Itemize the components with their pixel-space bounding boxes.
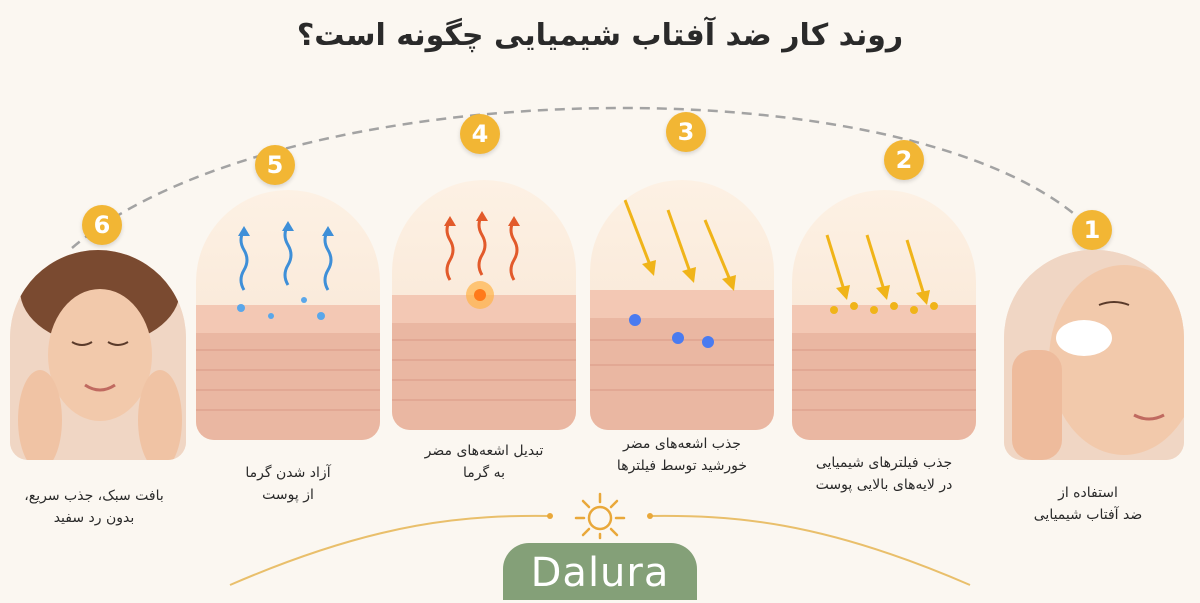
step-4-caption-line1: تبدیل اشعه‌های مضر [424, 443, 544, 459]
skin-layers-illustration [196, 221, 380, 440]
step-4-caption: تبدیل اشعه‌های مضر به گرما [384, 440, 584, 484]
step-5-caption: آزاد شدن گرما از پوست [188, 462, 388, 506]
skin-card-heat-release [196, 190, 380, 440]
step-6-caption-line1: بافت سبک، جذب سریع، [24, 488, 164, 504]
skin-card-filter-absorption [792, 190, 976, 440]
sun-icon [574, 492, 626, 540]
step-3-caption: جذب اشعه‌های مضر خورشید توسط فیلترها [582, 433, 782, 477]
step-3-caption-line2: خورشید توسط فیلترها [616, 458, 748, 474]
step-2-caption-line1: جذب فیلترهای شیمیایی [815, 455, 953, 471]
step-2-caption: جذب فیلترهای شیمیایی در لایه‌های بالایی … [784, 452, 984, 496]
step-5-badge: 5 [255, 145, 295, 185]
step-5-caption-line1: آزاد شدن گرما [245, 465, 331, 481]
page-title: روند کار ضد آفتاب شیمیایی چگونه است؟ [296, 18, 904, 53]
step-6-badge: 6 [82, 205, 122, 245]
step-2-badge: 2 [884, 140, 924, 180]
portrait-applying-sunscreen [1004, 250, 1184, 460]
brand-logo: Dalura [503, 543, 697, 600]
step-4-caption-line2: به گرما [462, 465, 505, 481]
skin-layers-illustration [792, 234, 976, 440]
step-4-badge: 4 [460, 114, 500, 154]
step-3-caption-line1: جذب اشعه‌های مضر [623, 436, 741, 452]
skin-layers-illustration [392, 211, 576, 430]
portrait-sunscreen-illustration [1004, 250, 1184, 460]
portrait-happy-face [10, 250, 186, 460]
skin-layers-illustration [590, 199, 774, 430]
step-5-caption-line2: از پوست [262, 487, 314, 503]
step-6-caption: بافت سبک، جذب سریع، بدون رد سفید [0, 485, 194, 529]
step-1-caption-line1: استفاده از [1058, 485, 1118, 501]
step-6-caption-line2: بدون رد سفید [53, 510, 135, 526]
skin-card-uv-absorption [590, 180, 774, 430]
step-2-caption-line2: در لایه‌های بالایی پوست [815, 477, 953, 493]
skin-card-heat-conversion [392, 180, 576, 430]
portrait-face-illustration [10, 250, 186, 460]
step-1-badge: 1 [1072, 210, 1112, 250]
step-3-badge: 3 [666, 112, 706, 152]
step-1-caption: استفاده از ضد آفتاب شیمیایی [988, 482, 1188, 526]
step-1-caption-line2: ضد آفتاب شیمیایی [1033, 507, 1143, 523]
